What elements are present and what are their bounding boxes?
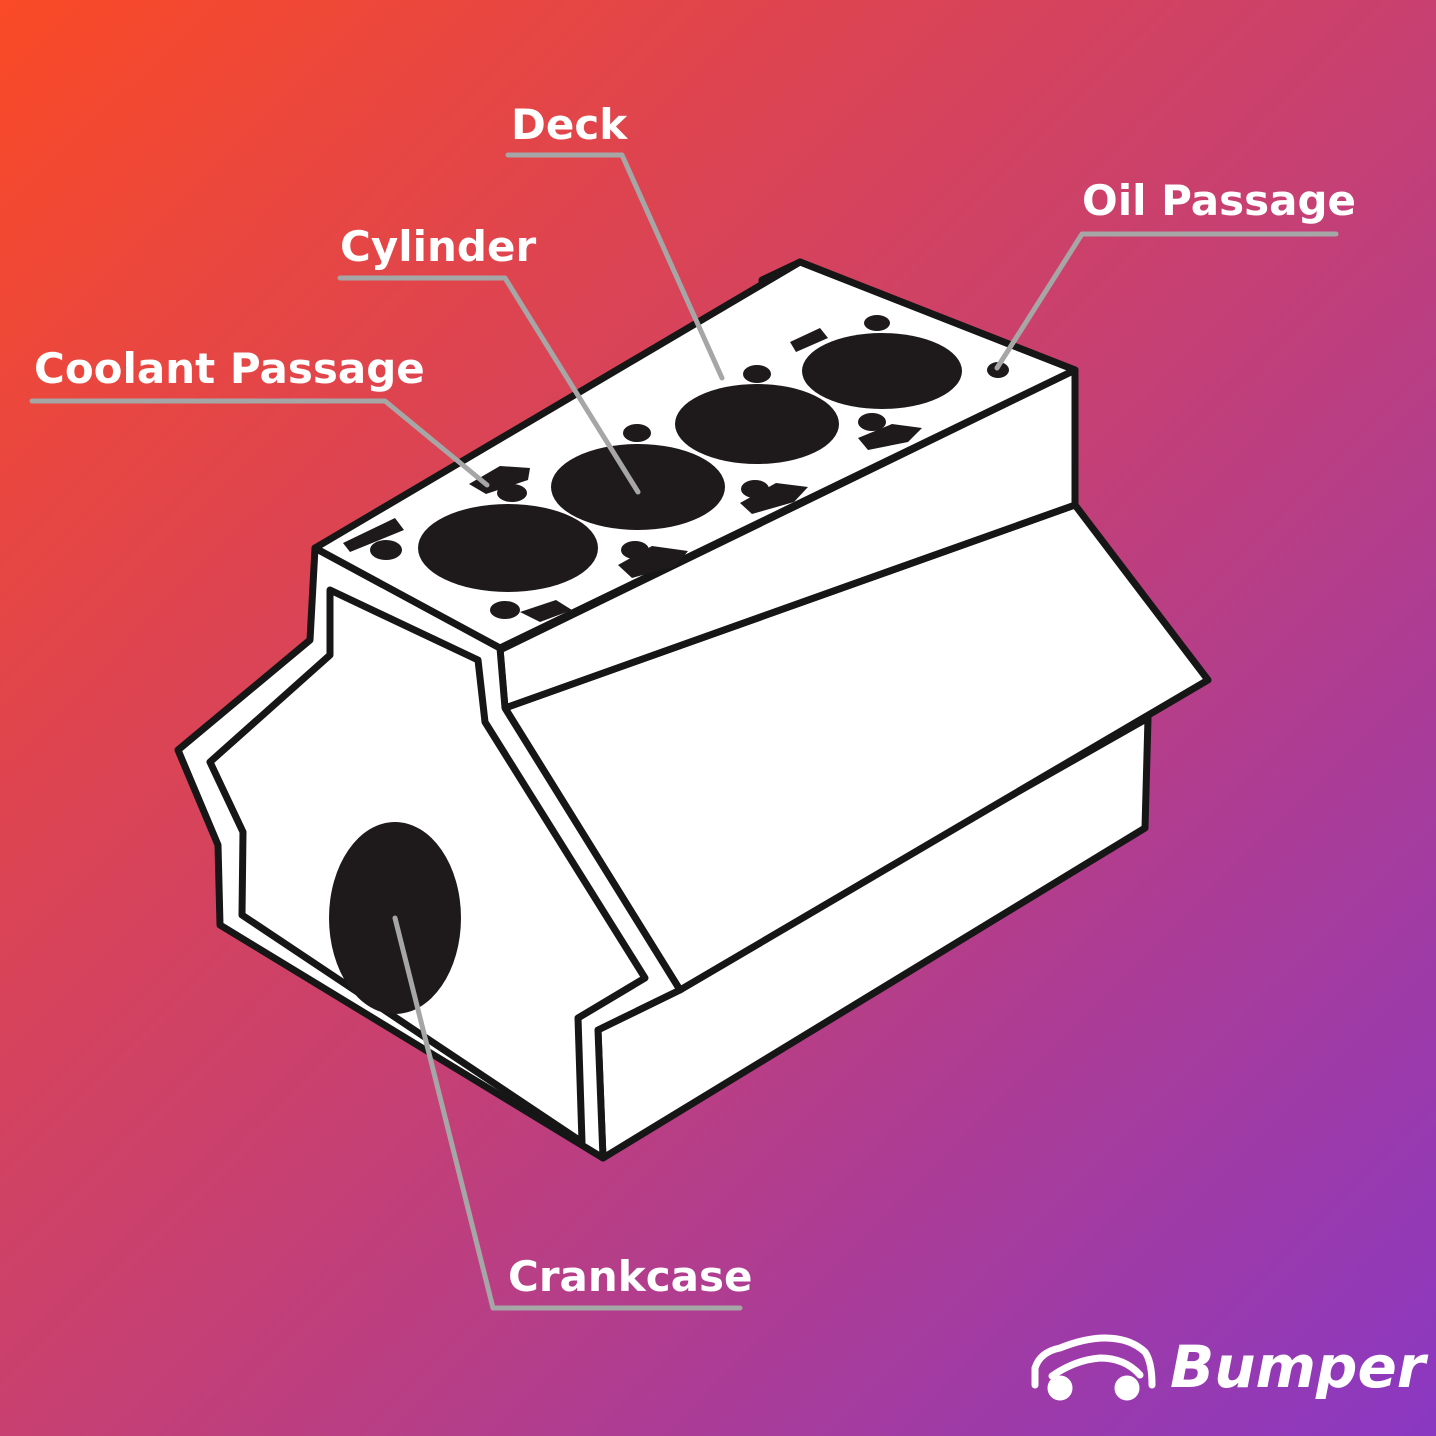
leader-line-deck: [505, 152, 725, 381]
deck-holes: [343, 315, 1009, 622]
coolant-slot: [469, 466, 530, 494]
coolant-slot: [790, 328, 828, 352]
leader-line-coolant: [29, 398, 490, 488]
coolant-slot: [858, 424, 922, 450]
coolant-hole: [497, 484, 527, 502]
leader-line-cylinder: [337, 275, 641, 495]
coolant-hole: [490, 601, 520, 619]
cylinder-bore: [802, 333, 962, 409]
coolant-hole: [370, 540, 402, 560]
coolant-slot: [740, 483, 808, 514]
coolant-hole: [858, 413, 886, 431]
car-icon: [1031, 1334, 1156, 1401]
coolant-slot: [343, 518, 404, 552]
coolant-hole: [623, 424, 651, 442]
cylinder-bore: [551, 444, 725, 530]
coolant-slot: [520, 600, 572, 622]
brand-logo-text: Bumper: [1170, 1333, 1426, 1401]
cylinder-label: Cylinder: [340, 222, 537, 271]
cylinder-bore: [675, 384, 839, 464]
leader-line-oil: [994, 231, 1339, 371]
oil-passage-label: Oil Passage: [1082, 176, 1357, 225]
coolant-hole: [864, 315, 890, 331]
leader-lines: [29, 152, 1339, 1311]
deck-label: Deck: [511, 100, 628, 149]
coolant-slot: [618, 546, 688, 578]
cylinder-bore: [418, 504, 598, 592]
coolant-hole: [743, 365, 771, 383]
crankcase-label: Crankcase: [508, 1252, 753, 1301]
coolant-passage-label: Coolant Passage: [34, 344, 425, 393]
leader-line-crankcase: [392, 915, 743, 1311]
